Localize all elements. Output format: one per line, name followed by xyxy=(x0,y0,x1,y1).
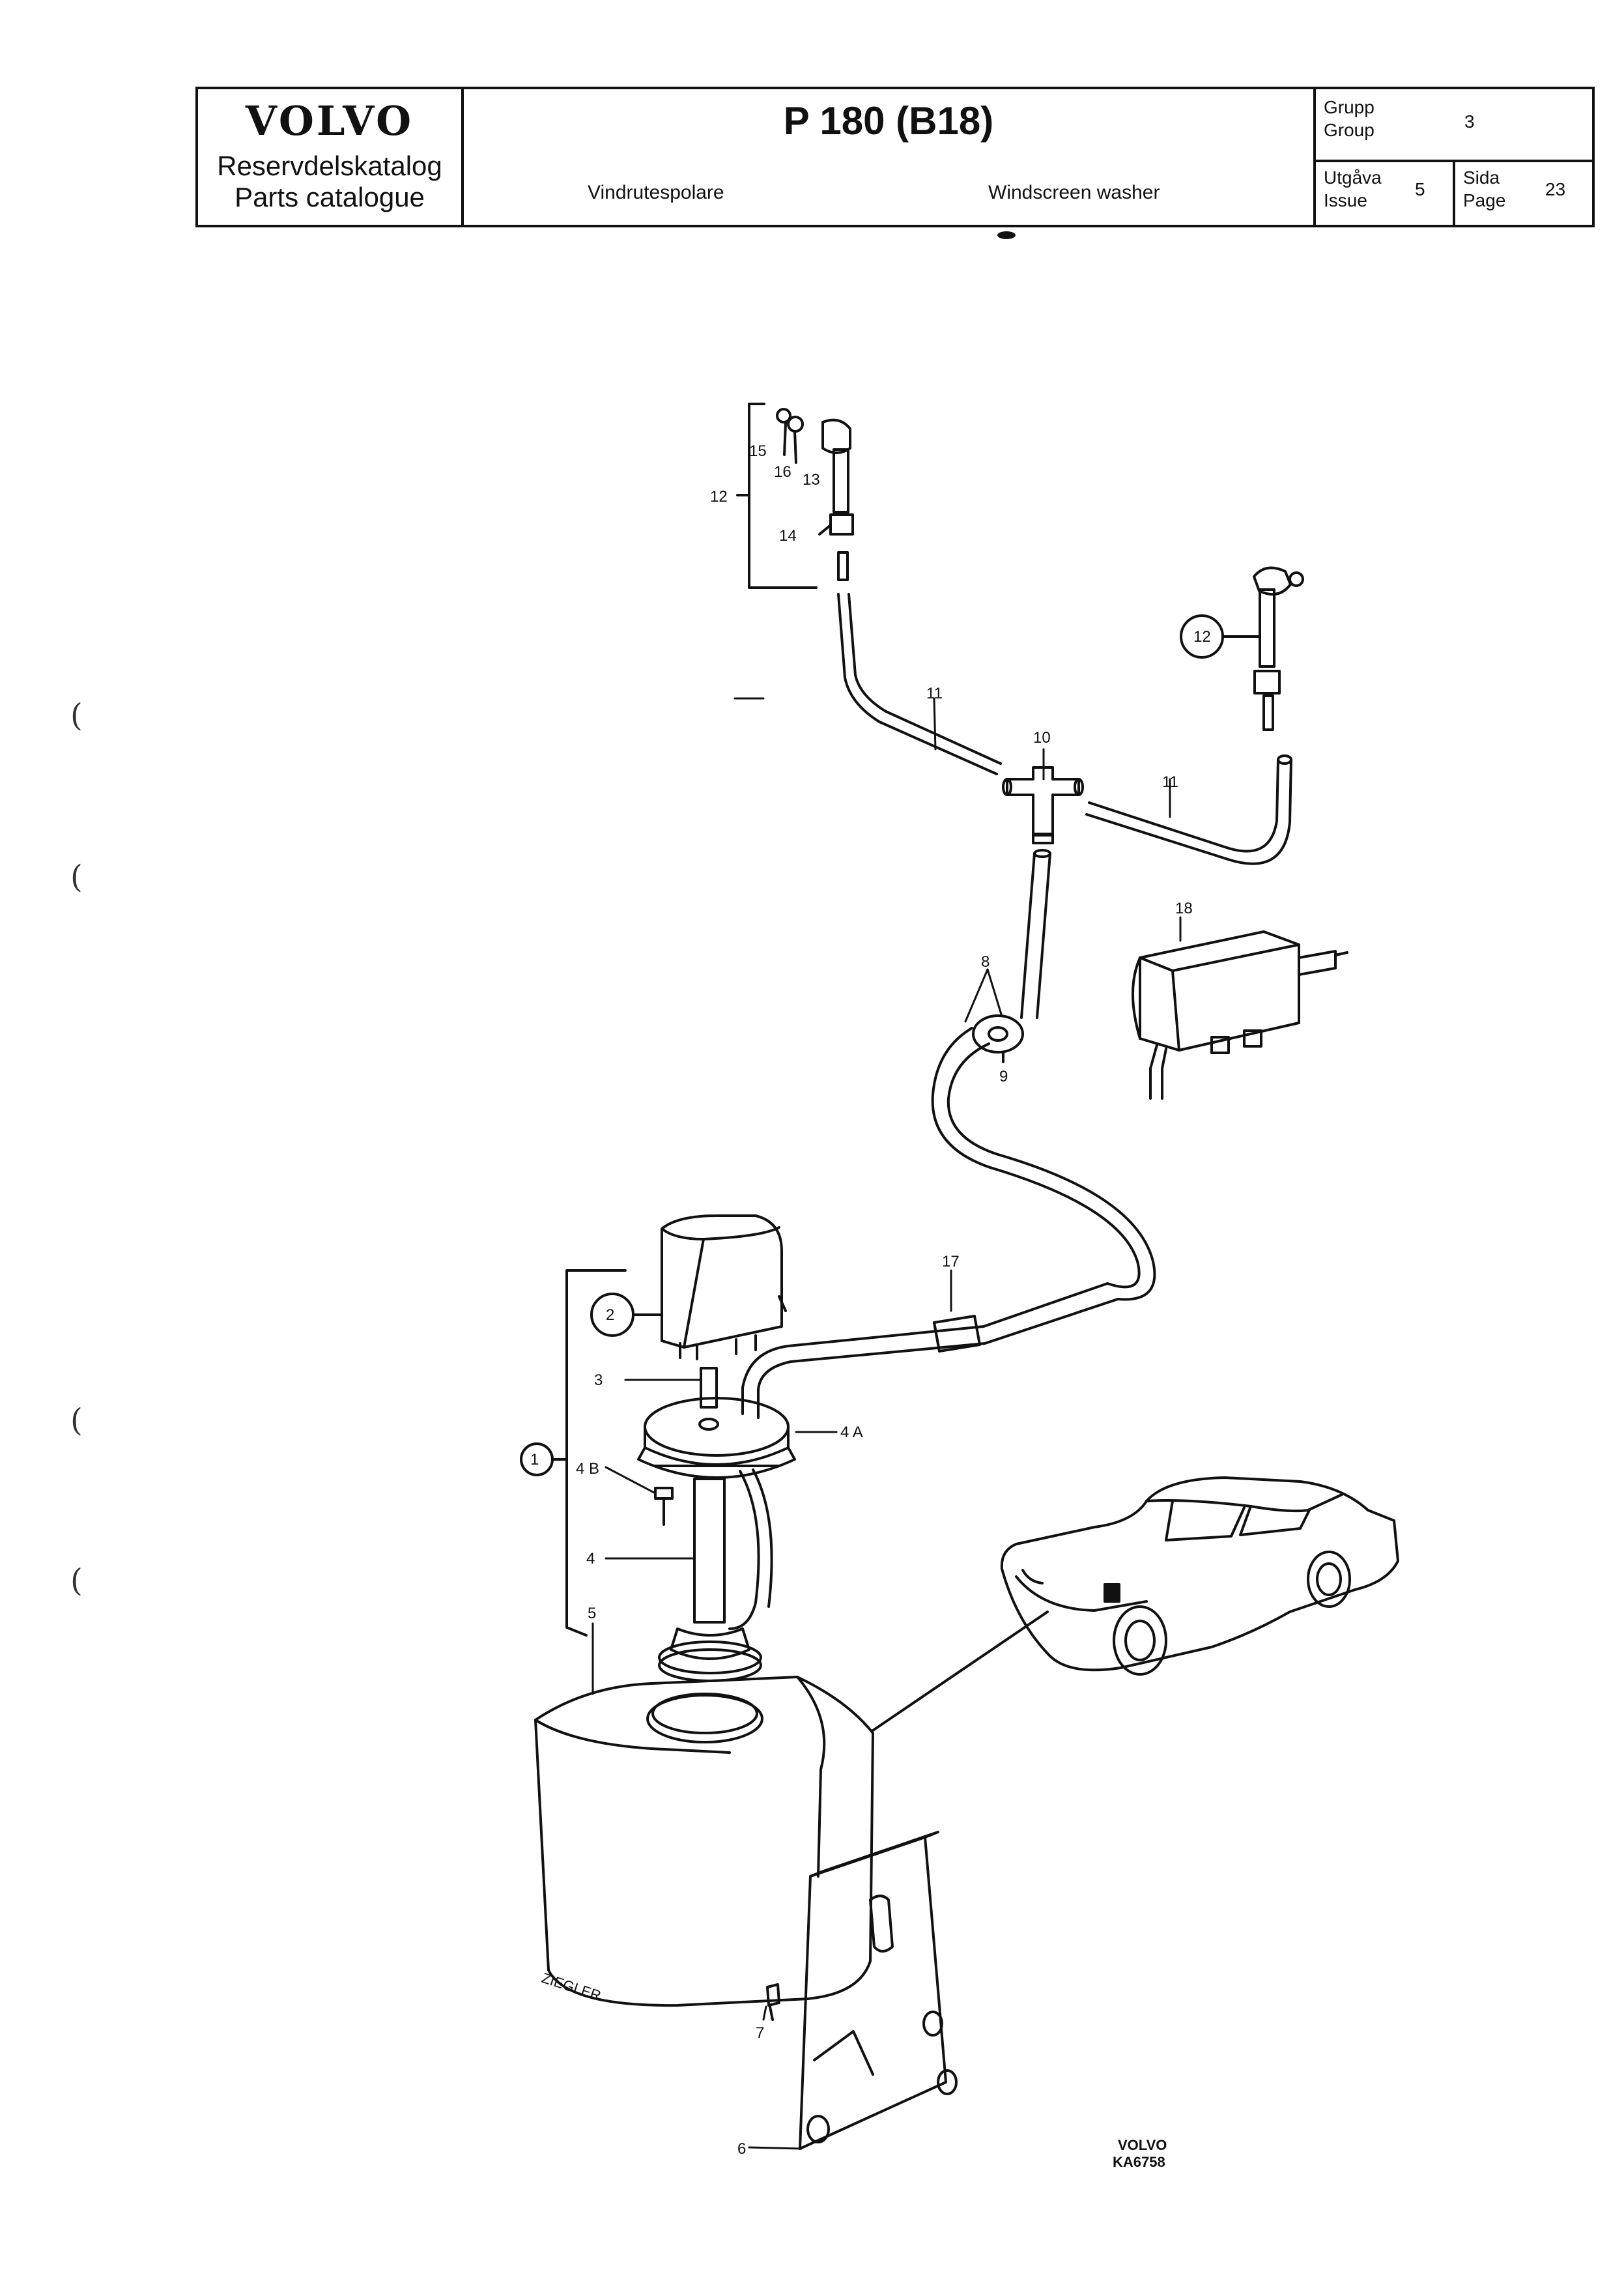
callout-5: 5 xyxy=(588,1605,596,1622)
group-label-sv: Grupp xyxy=(1324,97,1375,117)
catalog-title-en: Parts catalogue xyxy=(235,182,425,212)
callout-labels: 15 16 13 12 14 12 11 10 11 18 8 9 17 2 3… xyxy=(530,442,1211,2158)
margin-mark: ( xyxy=(70,1402,83,1439)
grommet xyxy=(972,1014,1024,1063)
callout-15: 15 xyxy=(749,442,767,460)
callout-11-left: 11 xyxy=(926,685,943,702)
callout-11-right: 11 xyxy=(1162,773,1178,791)
group-cell: Grupp Group 3 xyxy=(1316,89,1592,162)
callout-7: 7 xyxy=(756,2024,764,2042)
callout-10: 10 xyxy=(1033,729,1051,747)
left-jet-nozzle-assembly xyxy=(736,403,854,589)
section-title-sv: Vindrutespolare xyxy=(588,182,724,203)
title-block: P 180 (B18) Vindrutespolare Windscreen w… xyxy=(464,89,1316,225)
t-piece-connector xyxy=(1002,766,1084,844)
screw-7 xyxy=(766,1983,780,2021)
brand-logo: VOLVO xyxy=(245,96,414,145)
margin-mark: ( xyxy=(70,859,83,895)
washer-reservoir: ZIEGLER xyxy=(534,1611,1049,2007)
mounting-bracket xyxy=(799,1831,958,2150)
washer-relay xyxy=(1132,930,1348,1100)
callout-4a: 4 A xyxy=(840,1424,863,1441)
callout-12-right: 12 xyxy=(1193,628,1211,646)
margin-mark: ( xyxy=(70,697,83,734)
catalog-title-sv: Reservdelskatalog xyxy=(217,150,442,181)
callout-17: 17 xyxy=(942,1253,960,1270)
issue-value: 5 xyxy=(1415,179,1425,199)
page-label-sv: Sida xyxy=(1463,167,1500,188)
callout-4: 4 xyxy=(586,1550,595,1568)
hose-clip xyxy=(933,1315,981,1353)
issue-cell: Utgåva Issue 5 xyxy=(1316,162,1453,225)
pump-lid xyxy=(637,1367,796,1479)
group-label-en: Group xyxy=(1324,120,1375,140)
washer-hoses xyxy=(837,593,1292,865)
drawing-stamp: VOLVO KA6758 xyxy=(1113,2137,1167,2170)
pump-motor xyxy=(590,1214,787,1360)
callout-13: 13 xyxy=(803,471,820,489)
page-value: 23 xyxy=(1545,179,1566,199)
brand-block: VOLVO Reservdelskatalog Parts catalogue xyxy=(198,89,464,225)
callout-6: 6 xyxy=(737,2140,746,2158)
right-jet-nozzle-assembly xyxy=(1180,566,1304,731)
catalog-header: VOLVO Reservdelskatalog Parts catalogue … xyxy=(195,87,1595,227)
callout-4b: 4 B xyxy=(576,1460,599,1478)
margin-mark: ( xyxy=(70,1562,83,1599)
model-name: P 180 (B18) xyxy=(783,99,994,143)
main-supply-hose xyxy=(741,1027,1156,1419)
callout-8: 8 xyxy=(981,953,990,971)
reference-block: Grupp Group 3 Utgåva Issue 5 Sida Page 2… xyxy=(1316,89,1592,225)
screw-4b xyxy=(654,1487,674,1526)
callout-3: 3 xyxy=(594,1371,603,1389)
callout-9: 9 xyxy=(999,1068,1008,1085)
issue-label-sv: Utgåva xyxy=(1324,167,1382,188)
tank-brand-label: ZIEGLER xyxy=(539,1970,603,2004)
pump-body xyxy=(658,1468,773,1682)
callout-2: 2 xyxy=(606,1306,614,1324)
leader-lines xyxy=(591,697,1182,2150)
callout-1: 1 xyxy=(530,1451,539,1468)
callout-14: 14 xyxy=(779,527,797,545)
page-cell: Sida Page 23 xyxy=(1453,162,1592,225)
page-label-en: Page xyxy=(1463,190,1506,210)
callout-16: 16 xyxy=(774,463,791,481)
group-value: 3 xyxy=(1464,111,1475,132)
hose-8 xyxy=(1020,849,1051,1019)
stamp-code: KA6758 xyxy=(1113,2154,1165,2170)
issue-label-en: Issue xyxy=(1324,190,1367,210)
callout-18: 18 xyxy=(1175,900,1193,917)
car-illustration xyxy=(1000,1476,1399,1676)
assembly-bracket xyxy=(520,1269,627,1637)
section-title-en: Windscreen washer xyxy=(988,182,1160,203)
callout-12-left: 12 xyxy=(710,488,728,506)
stamp-brand: VOLVO xyxy=(1118,2137,1167,2153)
